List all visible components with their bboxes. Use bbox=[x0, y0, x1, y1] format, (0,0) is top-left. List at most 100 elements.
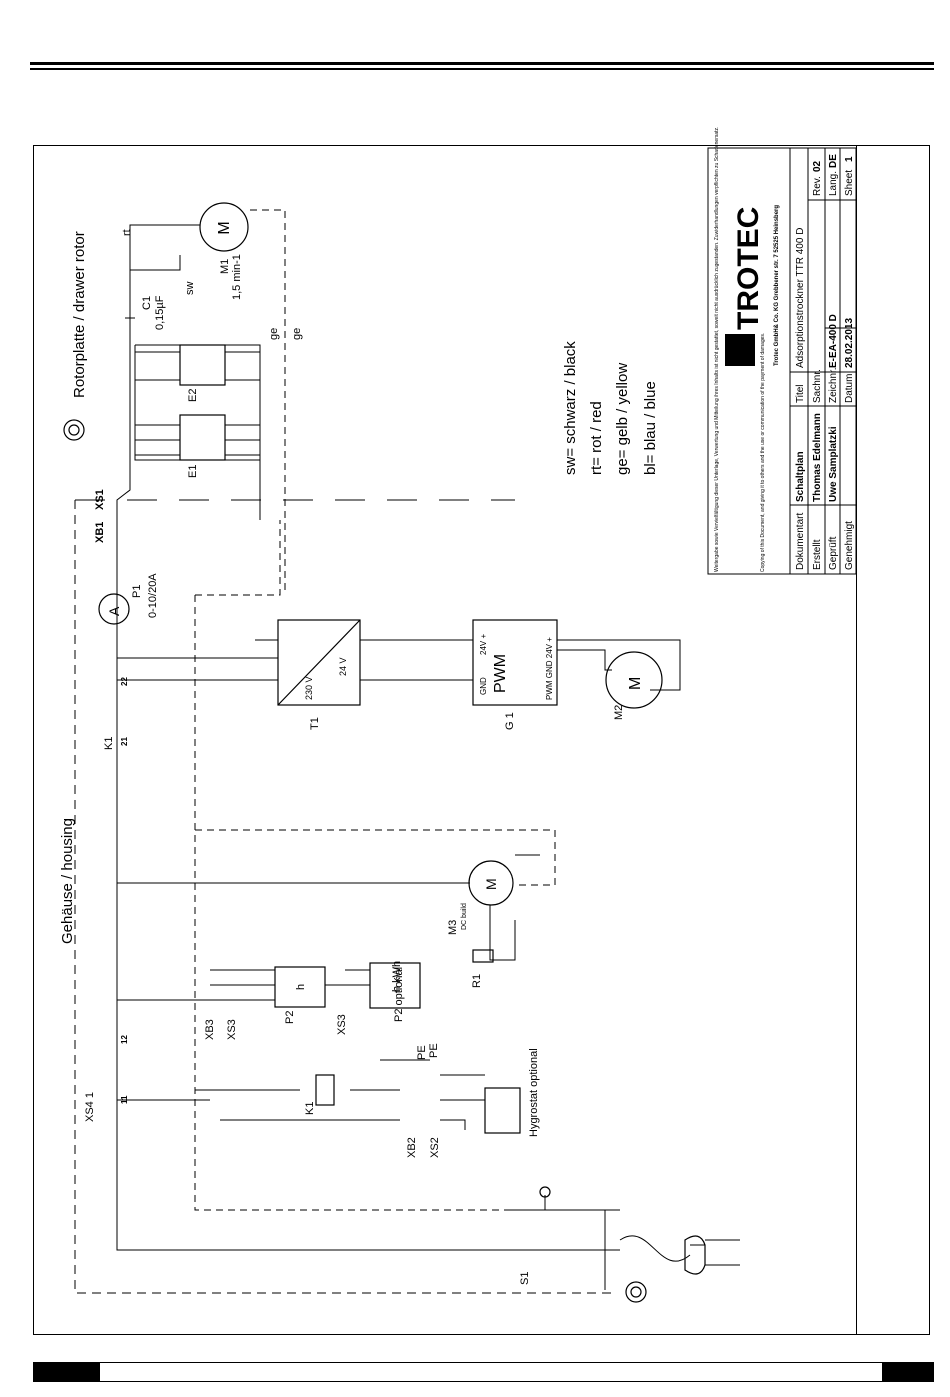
tb-key: Geprüft bbox=[828, 536, 839, 570]
tb-key: Dokumentart bbox=[795, 513, 806, 570]
tb-rev-value: 02 bbox=[812, 160, 823, 172]
address: Trotec GmbH& Co. KG Grebbener str. 7 525… bbox=[774, 205, 780, 366]
tb-lang-value: DE bbox=[828, 154, 839, 168]
tb-rev-key: Rev. bbox=[812, 176, 823, 196]
pwm-label: PWM bbox=[492, 654, 509, 693]
hour-meter-p2 bbox=[274, 966, 326, 1008]
m2-label: M2 bbox=[613, 705, 625, 720]
resistor-r1 bbox=[472, 949, 494, 963]
k1-label-coil: K1 bbox=[304, 1102, 316, 1115]
m1-label: M1 bbox=[219, 259, 231, 274]
plug bbox=[684, 1235, 706, 1275]
tb-titel-value: Adsorptionstrockner TTR 400 D bbox=[795, 228, 806, 368]
tb-lang-key: Lang. bbox=[828, 171, 839, 196]
relay-k1-coil bbox=[315, 1074, 335, 1106]
legend-item: sw= schwarz / black bbox=[562, 341, 579, 475]
tb-sheet-value: 1 bbox=[844, 156, 855, 162]
m3-sub: DC build bbox=[461, 903, 468, 930]
pe-label-1: PE bbox=[416, 1045, 428, 1060]
tb-value: Thomas Edelmann bbox=[812, 413, 823, 502]
tb-sheet-key: Sheet bbox=[844, 170, 855, 196]
xs1-label: XS1 bbox=[94, 489, 106, 510]
rotor-label: Rotorplatte / drawer rotor bbox=[71, 231, 88, 398]
m2-letter: M bbox=[627, 677, 644, 690]
pe-label-2: PE bbox=[428, 1043, 440, 1058]
legend-item: ge= gelb / yellow bbox=[614, 363, 631, 475]
copyright-notice-en: Copying of this Document, and giving it … bbox=[760, 333, 766, 572]
e2-label: E2 bbox=[187, 389, 199, 402]
legend-item: bl= blau / blue bbox=[642, 381, 659, 475]
wire-color-legend: sw= schwarz / black rt= rot / red ge= ge… bbox=[562, 341, 659, 475]
title-block: TROTEC Trotec GmbH& Co. KG Grebbener str… bbox=[707, 127, 857, 575]
hygrostat-label: Hygrostat optional bbox=[528, 1048, 540, 1137]
sw-wire: sw bbox=[184, 282, 196, 296]
k1-pin-21: 21 bbox=[120, 737, 129, 746]
housing-label: Gehäuse / housing bbox=[59, 818, 76, 944]
xb2-label: XB2 bbox=[406, 1137, 418, 1158]
ge-wire-1: ge bbox=[268, 328, 280, 340]
drawing-frame bbox=[33, 145, 930, 1335]
kwh-label: h kWh bbox=[391, 961, 403, 992]
legend-item: rt= rot / red bbox=[588, 401, 605, 475]
c1-value: 0,15µF bbox=[154, 295, 166, 330]
gnd-label: GND bbox=[479, 677, 488, 695]
e1-label: E1 bbox=[187, 465, 199, 478]
bus-dashed bbox=[194, 595, 505, 1211]
p1-label: P1 bbox=[131, 585, 143, 598]
kwh-meter-p2 bbox=[369, 962, 421, 1009]
footer-bar bbox=[100, 1362, 882, 1382]
tb-value: Uwe Samplatzki bbox=[828, 426, 839, 502]
pwm-gnd-label: PWM GND 24V + bbox=[545, 637, 554, 700]
xs3-label: XS3 bbox=[226, 1019, 238, 1040]
brand-logo: TROTEC bbox=[732, 207, 765, 330]
ammeter-a bbox=[98, 593, 130, 625]
rt-wire: rt bbox=[121, 229, 133, 236]
k1-pin-11: 11 bbox=[120, 1095, 129, 1104]
p2-optional: P2 optional bbox=[393, 967, 405, 1022]
tb-titel-key: Titel bbox=[795, 384, 806, 403]
tb-key: Genehmigt bbox=[844, 521, 855, 570]
heater-e1 bbox=[179, 414, 226, 461]
tb-zeichn-key: Zeichnr. bbox=[828, 367, 839, 403]
m1-speed: 1,5 min-1 bbox=[231, 254, 243, 300]
bus-left bbox=[116, 520, 505, 1251]
footer-block-left bbox=[33, 1362, 100, 1382]
transformer-t1 bbox=[277, 619, 361, 706]
hygrostat bbox=[484, 1087, 521, 1134]
p2-label: P2 bbox=[284, 1011, 296, 1024]
hour-h: h bbox=[295, 984, 307, 990]
c1-label: C1 bbox=[141, 296, 153, 310]
s1-label: S1 bbox=[519, 1272, 531, 1285]
p1-range: 0-10/20A bbox=[147, 573, 159, 618]
tb-zeichn-value: E-EA-400 D bbox=[828, 314, 839, 368]
motor-m3 bbox=[468, 860, 514, 906]
ge-wire-2: ge bbox=[291, 328, 303, 340]
tb-datum-value: 28.02.2013 bbox=[844, 318, 855, 368]
copyright-notice-de: Weitergabe sowie Vervielfältigung dieser… bbox=[714, 127, 720, 572]
heater-e2 bbox=[179, 344, 226, 386]
header-rule-bottom bbox=[30, 68, 934, 70]
ground-symbol-rotor bbox=[63, 419, 85, 441]
k1-label-top: K1 bbox=[103, 737, 115, 750]
motor-m1 bbox=[199, 202, 249, 252]
xs2-label: XS2 bbox=[429, 1137, 441, 1158]
xb3-label: XB3 bbox=[204, 1019, 216, 1040]
motor-m2 bbox=[605, 651, 663, 709]
header-rule-top bbox=[30, 62, 934, 65]
pwm-g1 bbox=[472, 619, 558, 706]
tb-value: Schaltplan bbox=[795, 451, 806, 502]
footer-block-right bbox=[882, 1362, 934, 1382]
m3-label: M3 bbox=[447, 920, 459, 935]
tb-key: Erstellt bbox=[812, 539, 823, 570]
m3-letter: M bbox=[483, 878, 499, 890]
frame-margin-line bbox=[856, 145, 857, 1335]
ammeter-letter: A bbox=[106, 606, 122, 616]
v24-label: 24V + bbox=[479, 634, 488, 655]
k1-pin-22: 22 bbox=[120, 677, 129, 686]
g1-label: G 1 bbox=[504, 712, 516, 730]
xs3-label-2: XS3 bbox=[336, 1014, 348, 1035]
k1-pin-12: 12 bbox=[120, 1035, 129, 1044]
xs4-label: XS4 1 bbox=[84, 1092, 96, 1122]
tb-sachnr-key: Sachnr. bbox=[812, 369, 823, 403]
